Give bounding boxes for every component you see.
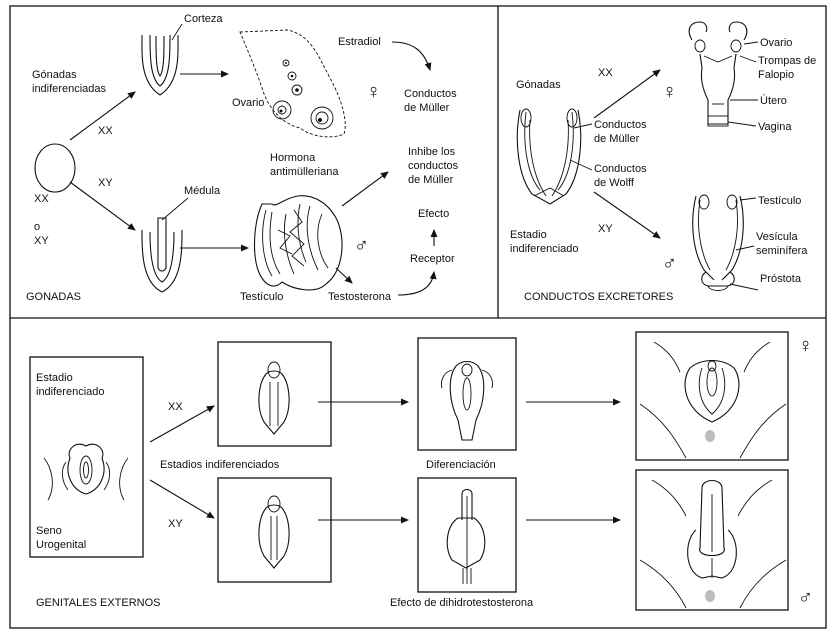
label-efecto: Efecto (418, 208, 449, 220)
label-ducts-estadio-2: indiferenciado (510, 243, 579, 255)
label-corteza: Corteza (184, 13, 223, 25)
label-prostata: Próstota (760, 273, 802, 285)
male-symbol-icon: ♂ (354, 235, 369, 257)
label-trompas-1: Trompas de (758, 55, 816, 67)
female-symbol-ext-icon: ♀ (798, 335, 813, 357)
female-symbol-icon: ♀ (366, 81, 381, 103)
label-wolff-2: de Wolff (594, 177, 635, 189)
label-vesicula-1: Vesícula (756, 231, 798, 243)
arrow-amh-to-inhibit (342, 172, 388, 206)
label-receptor: Receptor (410, 253, 455, 265)
label-trompas-2: Falopio (758, 69, 794, 81)
male-symbol-ducts-icon: ♂ (662, 253, 677, 275)
arrow-testis-to-testosterone (336, 268, 352, 283)
label-xx-upper: XX (98, 125, 113, 137)
testis-icon (255, 196, 342, 290)
ovary-icon (240, 30, 345, 137)
label-muller-2: de Müller (594, 133, 640, 145)
label-conductos-muller-1: Conductos (404, 88, 457, 100)
label-vagina: Vagina (758, 121, 792, 133)
anus-shade (705, 430, 715, 442)
label-estadios-indif: Estadios indiferenciados (160, 459, 280, 471)
label-vesicula-2: seminífera (756, 245, 808, 257)
label-ducts-estadio-1: Estadio (510, 229, 547, 241)
label-wolff-1: Conductos (594, 163, 647, 175)
label-inhibe-3: de Müller (408, 174, 454, 186)
section-title-genitales: GENITALES EXTERNOS (36, 597, 161, 609)
box-indifferent-female (218, 342, 331, 446)
label-diferenciacion: Diferenciación (426, 459, 496, 471)
label-utero: Útero (760, 94, 787, 107)
label-hormona-2: antimülleriana (270, 166, 339, 178)
label-seno-1: Seno (36, 525, 62, 537)
arrow-testosterone-to-receptor (398, 272, 434, 295)
medulla-gonad-icon (142, 198, 188, 292)
external-genitalia-panel: ♀ ♂ Estadio indiferenciado Seno Urogenit… (30, 332, 813, 610)
female-ducts-icon (689, 22, 758, 126)
label-karyo-o: o (34, 221, 40, 233)
arrow-ext-xy (150, 480, 214, 518)
label-inhibe-2: conductos (408, 160, 459, 172)
label-estradiol: Estradiol (338, 36, 381, 48)
label-muller-1: Conductos (594, 119, 647, 131)
box-differentiation-female (418, 338, 516, 450)
gonads-panel: Corteza Gónadas indiferenciadas Ovario E… (26, 13, 459, 303)
box-indifferent-male (218, 478, 331, 582)
label-ducts-xy: XY (598, 223, 613, 235)
label-conductos-muller-2: de Müller (404, 102, 450, 114)
label-medula: Médula (184, 185, 221, 197)
indifferent-gonad-icon (35, 144, 75, 192)
label-ext-estadio-2: indiferenciado (36, 386, 105, 398)
male-symbol-ext-icon: ♂ (798, 587, 813, 609)
label-gonadas-indif-2: indiferenciadas (32, 83, 106, 95)
label-gonadas-indif-1: Gónadas (32, 69, 77, 81)
cortex-gonad-icon (142, 24, 182, 95)
label-hormona-1: Hormona (270, 152, 316, 164)
section-title-gonadas: GONADAS (26, 291, 81, 303)
label-karyo-xy: XY (34, 235, 49, 247)
label-testosterona: Testosterona (328, 291, 392, 303)
female-symbol-ducts-icon: ♀ (662, 81, 677, 103)
label-ducts-ovario: Ovario (760, 37, 792, 49)
indifferent-ducts-icon (517, 109, 592, 204)
label-ext-xy: XY (168, 518, 183, 530)
ducts-panel: Gónadas XX Conductos de Müller Conductos… (510, 22, 816, 303)
label-karyo-xx: XX (34, 193, 49, 205)
label-ducts-testiculo: Testículo (758, 195, 801, 207)
section-title-conductos: CONDUCTOS EXCRETORES (524, 291, 673, 303)
label-testiculo: Testículo (240, 291, 283, 303)
male-ducts-icon (693, 195, 758, 291)
anus-shade-male (705, 590, 715, 602)
label-xy-lower: XY (98, 177, 113, 189)
label-inhibe-1: Inhibe los (408, 146, 456, 158)
arrow-estradiol (392, 42, 430, 70)
label-ducts-xx: XX (598, 67, 613, 79)
label-ext-xx: XX (168, 401, 183, 413)
label-ext-estadio-1: Estadio (36, 372, 73, 384)
label-ducts-gonadas: Gónadas (516, 79, 561, 91)
label-seno-2: Urogenital (36, 539, 86, 551)
label-efecto-dht: Efecto de dihidrotestosterona (390, 597, 534, 609)
label-ovario: Ovario (232, 97, 264, 109)
arrow-gonad-to-medulla (70, 182, 135, 230)
